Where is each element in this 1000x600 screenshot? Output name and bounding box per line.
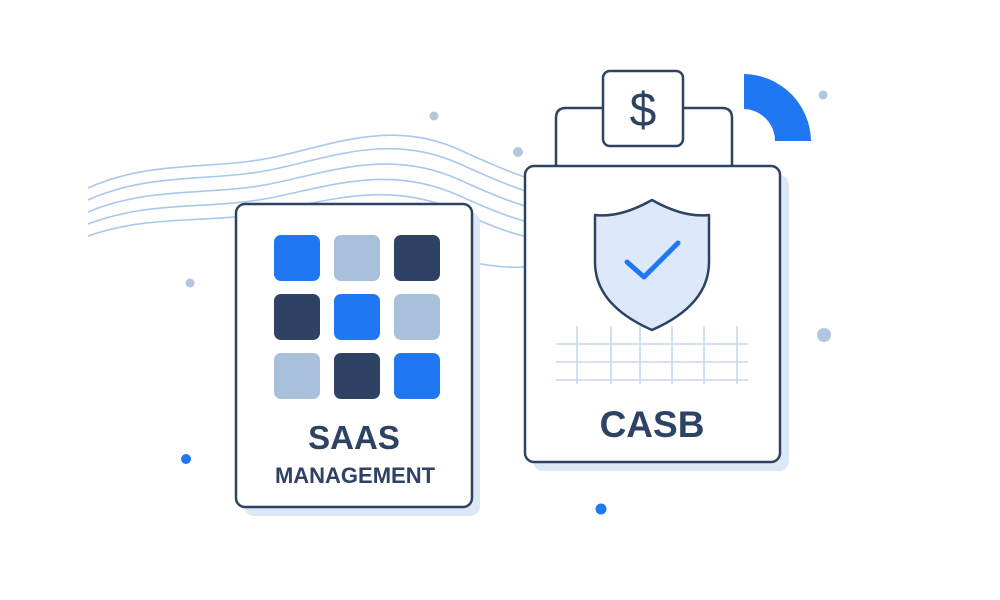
dot (818, 90, 828, 100)
app-grid (274, 235, 440, 399)
app-tile-light (394, 294, 440, 340)
app-tile-blue (394, 353, 440, 399)
dot (429, 111, 439, 121)
saas-title-line2: MANAGEMENT (275, 463, 436, 488)
dot (513, 147, 523, 157)
app-tile-navy (274, 294, 320, 340)
dot (817, 328, 831, 342)
dot (185, 278, 195, 288)
app-tile-navy (334, 353, 380, 399)
saas-title-line1: SAAS (308, 419, 400, 456)
casb-title: CASB (600, 404, 705, 445)
shield-check-icon (593, 198, 711, 332)
price-tag: $ (601, 69, 685, 148)
app-tile-light (334, 235, 380, 281)
app-tile-blue (334, 294, 380, 340)
chart-grid (556, 326, 748, 384)
dot-blue (595, 503, 607, 515)
saas-management-card: SAAS MANAGEMENT (234, 202, 480, 516)
decorative-dots (181, 90, 831, 515)
app-tile-navy (394, 235, 440, 281)
app-tile-light (274, 353, 320, 399)
checkmark-icon (624, 240, 681, 280)
app-tile-blue (274, 235, 320, 281)
signal-arc-icon (744, 74, 811, 141)
dot-blue (181, 454, 191, 464)
casb-card: CASB (523, 164, 789, 471)
dollar-icon: $ (630, 84, 657, 137)
